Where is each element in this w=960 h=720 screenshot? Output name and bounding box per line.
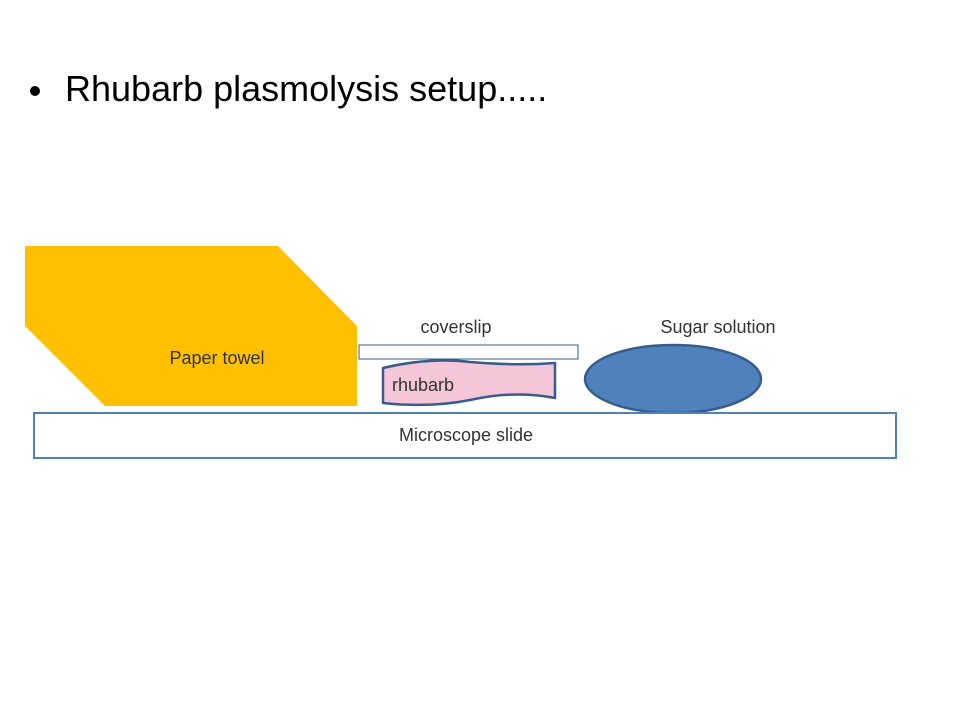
paper-towel-label: Paper towel	[169, 348, 264, 368]
microscope-slide-label: Microscope slide	[399, 425, 533, 445]
sugar-solution-drop	[583, 343, 763, 415]
bullet-dot-icon	[30, 86, 40, 96]
rhubarb-label: rhubarb	[392, 375, 454, 395]
coverslip-shape	[358, 344, 579, 360]
coverslip-label: coverslip	[420, 317, 491, 337]
slide-title: Rhubarb plasmolysis setup.....	[65, 68, 548, 109]
paper-towel-shape	[25, 246, 357, 406]
rhubarb-shape	[381, 359, 557, 407]
microscope-slide-shape	[33, 412, 897, 459]
sugar-solution-label: Sugar solution	[660, 317, 775, 337]
bullet-item: Rhubarb plasmolysis setup.....	[30, 68, 547, 110]
